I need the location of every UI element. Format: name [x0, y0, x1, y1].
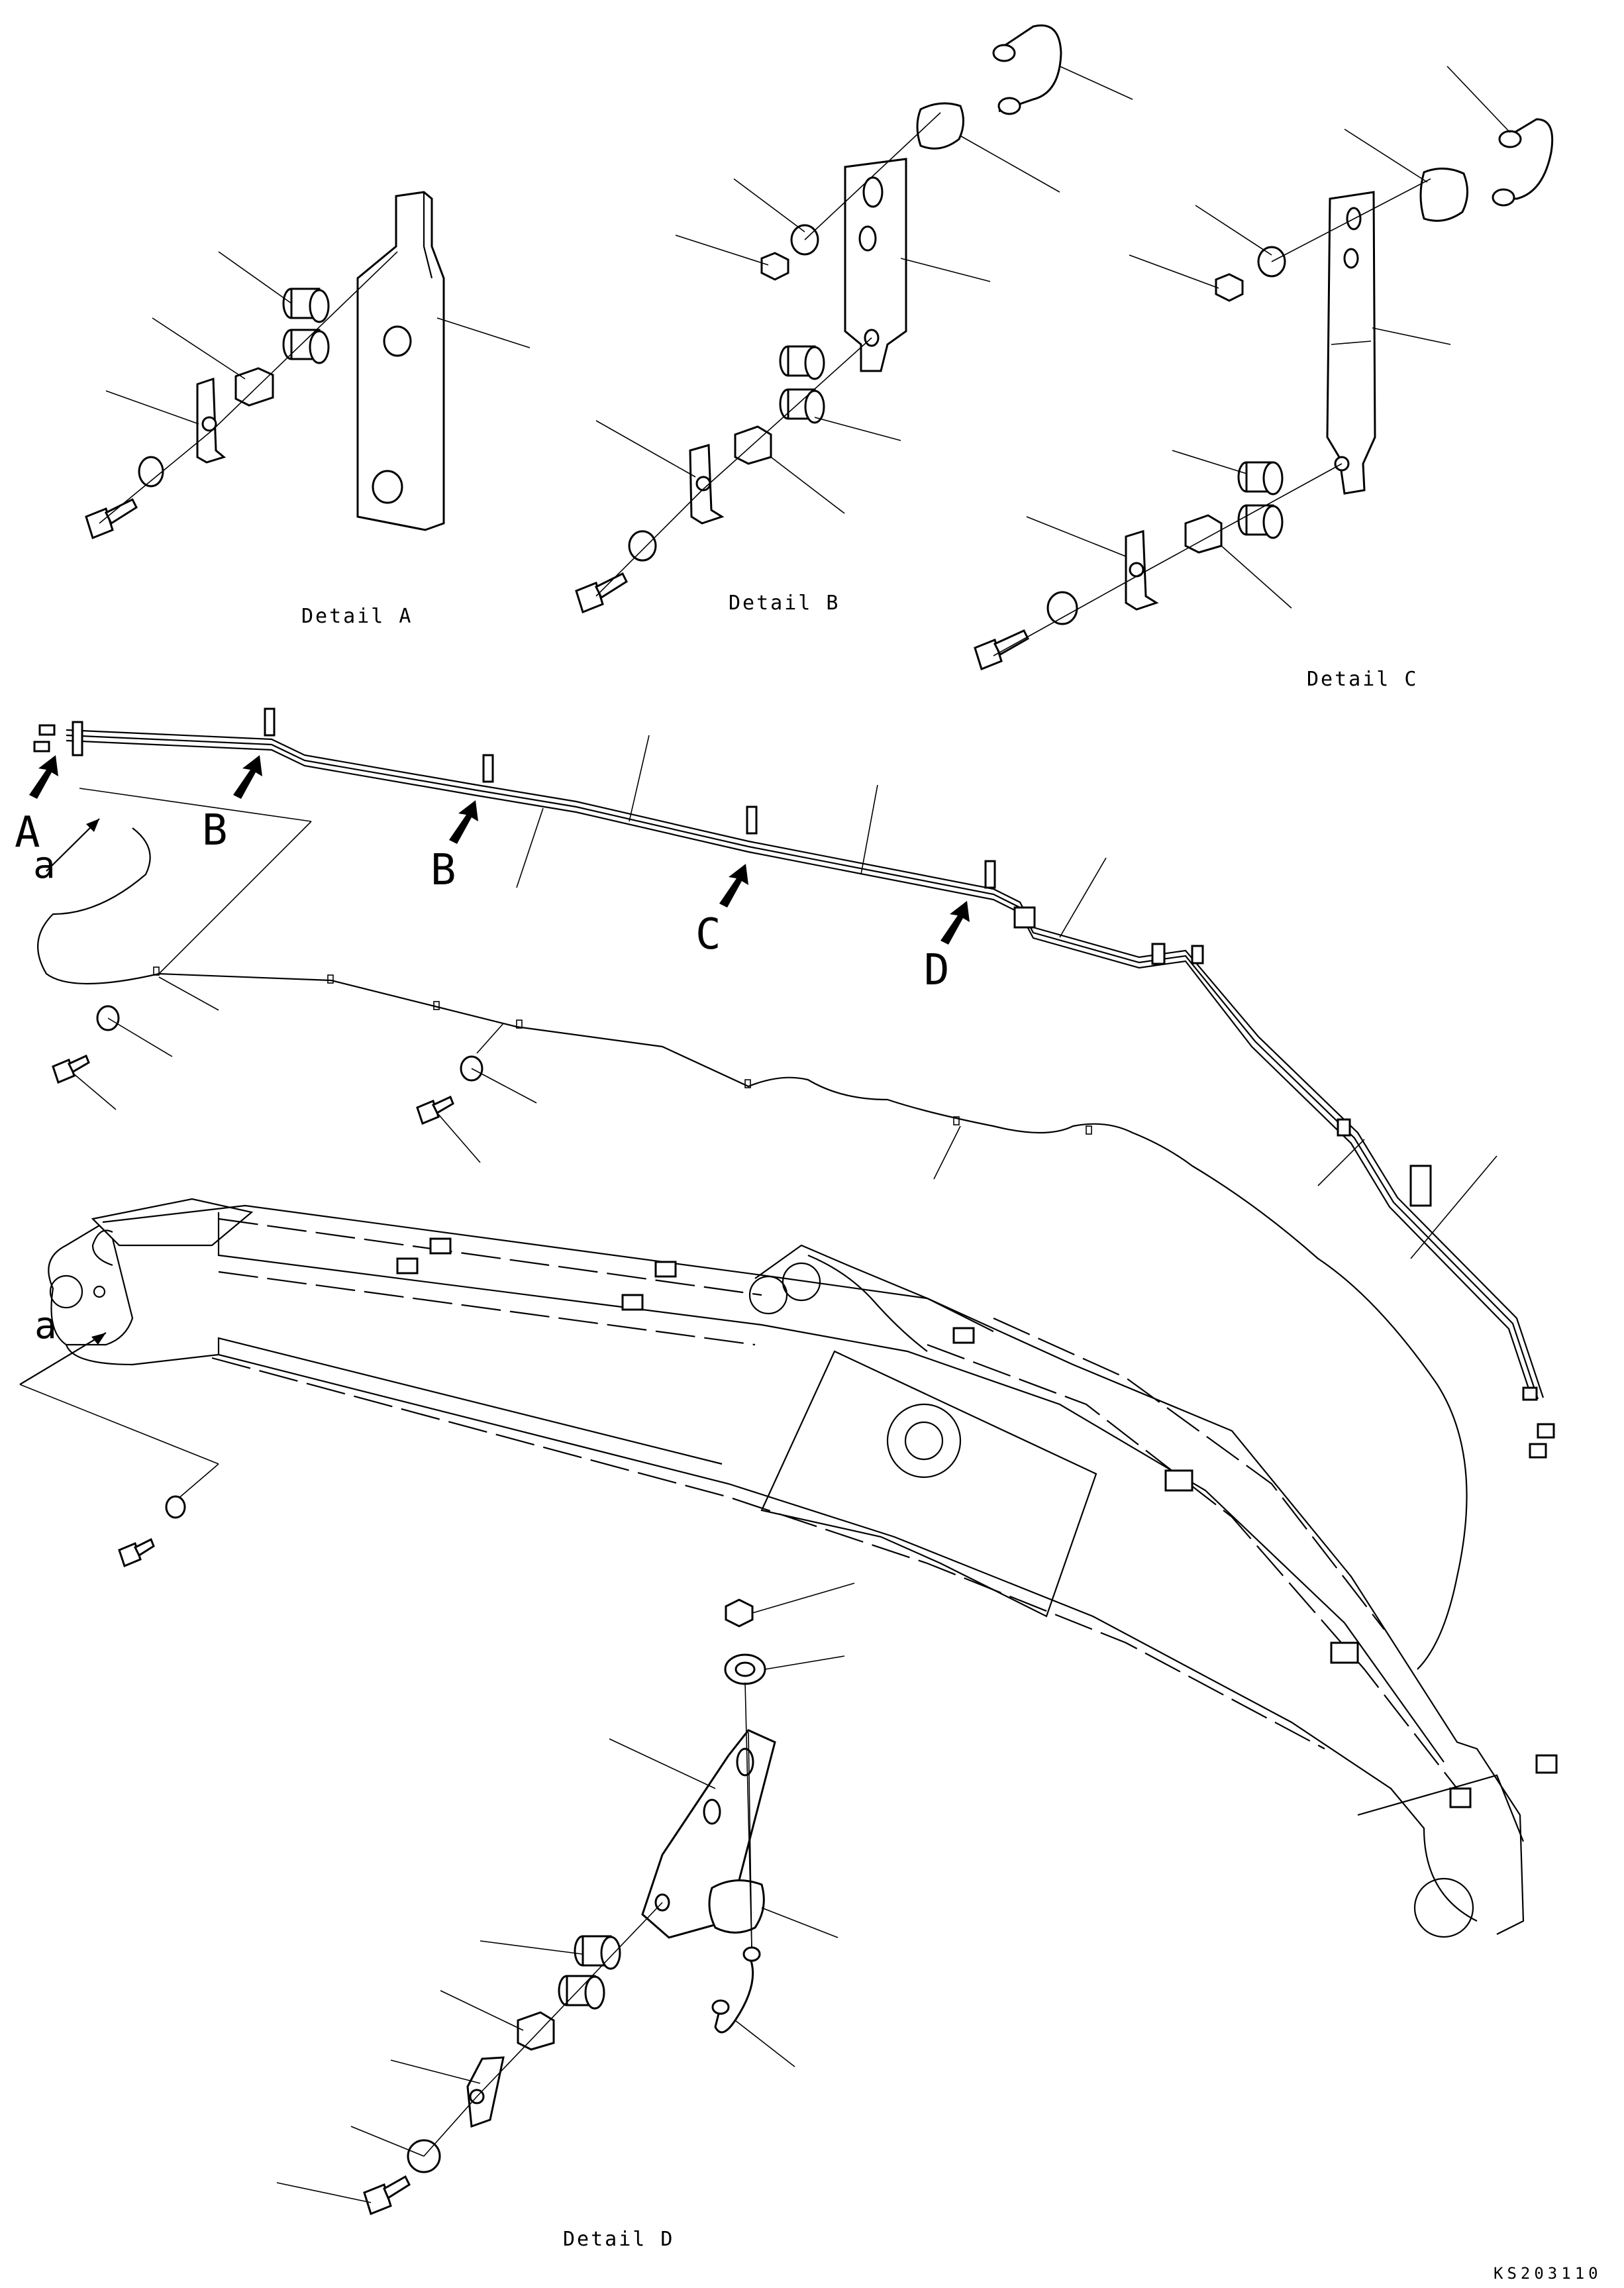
- detail-c: Detail C: [974, 66, 1554, 691]
- detail-c-bolt: [974, 629, 1029, 670]
- view-arrows: [19, 755, 970, 1385]
- detail-c-bushing-lower: [1237, 504, 1284, 539]
- detail-b-bushing-upper: [779, 345, 825, 380]
- harness-wire: [37, 827, 1468, 1670]
- hose-assembly: [33, 707, 1555, 1670]
- detail-a-bushing-lower: [282, 329, 330, 364]
- detail-a-block: [234, 367, 274, 407]
- boom-boss: [886, 1403, 962, 1479]
- view-marker-c: C: [695, 910, 721, 959]
- detail-d-saddle: [708, 1879, 765, 1934]
- detail-b-washer-lower: [628, 530, 657, 562]
- detail-b-plate: [844, 158, 907, 372]
- detail-d-block: [517, 2011, 555, 2051]
- detail-c-saddle: [1419, 168, 1468, 222]
- detail-d-label: Detail D: [563, 2228, 675, 2251]
- view-marker-a: A: [15, 808, 40, 857]
- detail-c-bushing-upper: [1237, 461, 1284, 495]
- boom-a-fastener: [19, 1384, 219, 1568]
- detail-b-bushing-lower: [779, 388, 825, 424]
- boom: [48, 1198, 1558, 1938]
- detail-c-washer-lower: [1046, 591, 1078, 625]
- view-marker-b-1: B: [202, 806, 228, 855]
- detail-d-nut: [725, 1598, 754, 1628]
- drawing-code: KS203110: [1494, 2264, 1602, 2283]
- detail-b-saddle: [916, 102, 964, 150]
- detail-a-washer: [138, 456, 164, 488]
- detail-b-label: Detail B: [729, 592, 840, 615]
- detail-d: Detail D: [276, 1583, 855, 2251]
- detail-b-bolt: [575, 572, 628, 613]
- view-marker-d: D: [924, 946, 950, 995]
- detail-a-bolt: [85, 497, 138, 539]
- detail-b-block: [734, 425, 772, 465]
- detail-a-bushing-upper: [282, 287, 330, 323]
- detail-a-label: Detail A: [301, 605, 413, 628]
- detail-b-nut: [760, 252, 789, 281]
- detail-a: Detail A: [85, 191, 531, 628]
- detail-d-ubolt: [714, 1953, 754, 2034]
- detail-a-plate: [356, 191, 445, 531]
- detail-d-plate: [641, 1729, 776, 1939]
- hose-bolt-1: [52, 1054, 90, 1084]
- detail-b: Detail B: [575, 25, 1133, 615]
- view-marker-b-2: B: [431, 846, 456, 895]
- detail-d-bushing-lower: [558, 1975, 605, 2010]
- hose-leaders: [52, 735, 1497, 1259]
- view-labels: A B B C D a a: [15, 806, 950, 1347]
- detail-d-clamp: [466, 2056, 505, 2128]
- marker-a-hose: a: [33, 844, 56, 887]
- detail-d-bolt: [363, 2175, 411, 2215]
- hose-bolt-2: [416, 1095, 454, 1125]
- detail-d-bushing-upper: [574, 1935, 621, 1970]
- detail-c-label: Detail C: [1307, 668, 1419, 691]
- detail-c-nut: [1215, 273, 1244, 302]
